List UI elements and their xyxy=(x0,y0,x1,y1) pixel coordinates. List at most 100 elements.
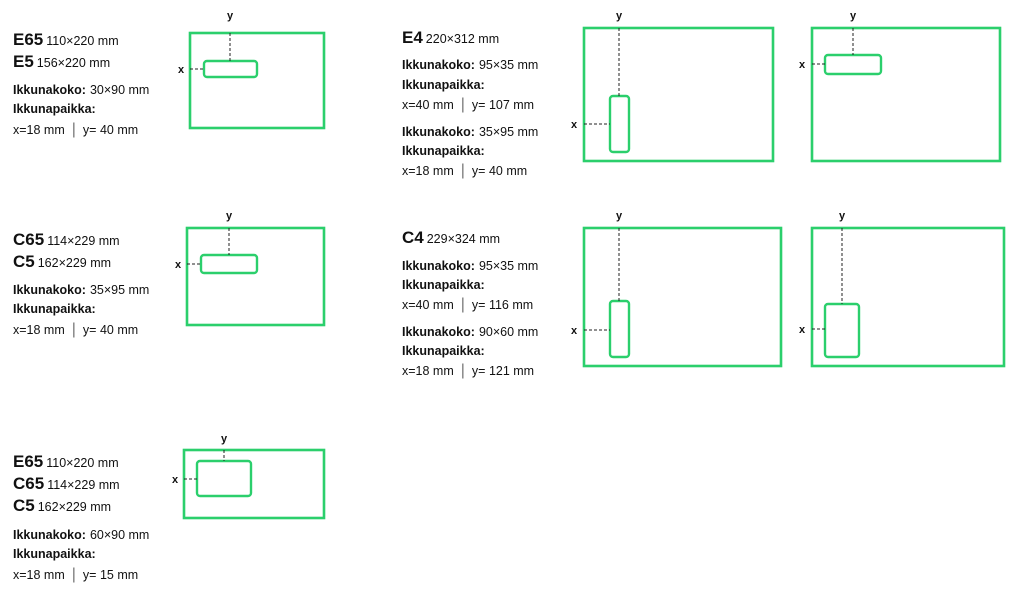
envelope-diagram-c65-c5: y x xyxy=(175,210,326,327)
window-size-line: Ikkunakoko:95×35 mm xyxy=(402,56,538,74)
address-window xyxy=(823,53,883,76)
window-position-label: Ikkunapaikka: xyxy=(402,144,485,158)
separator: | xyxy=(71,121,76,138)
window-position-label: Ikkunapaikka: xyxy=(402,344,485,358)
y-axis-label: y xyxy=(850,10,857,22)
window-size-line: Ikkunakoko:60×90 mm xyxy=(13,526,149,544)
format-name: E65 xyxy=(13,30,44,49)
window-position-x: x=18 mm xyxy=(13,123,65,137)
x-axis-label: x xyxy=(799,324,806,336)
address-window xyxy=(823,302,861,359)
window-position-y: y= 40 mm xyxy=(82,123,139,137)
x-axis-label: x xyxy=(571,325,578,337)
window-position-y: y= 40 mm xyxy=(471,164,528,178)
window-position-x: x=18 mm xyxy=(13,568,65,582)
envelope-diagram-e65-c65-c5: y x xyxy=(172,433,326,520)
window-position-label: Ikkunapaikka: xyxy=(13,302,96,316)
format-name: C65 xyxy=(13,230,45,249)
envelope-diagram-e4-option-2: y x xyxy=(799,10,1002,163)
window-size-value: 90×60 mm xyxy=(478,325,539,339)
window-position-y: y= 116 mm xyxy=(471,298,534,312)
window-size-label: Ikkunakoko: xyxy=(402,58,475,72)
envelope-outline xyxy=(582,26,775,163)
separator: | xyxy=(460,362,465,379)
window-position-y: y= 40 mm xyxy=(82,323,139,337)
separator: | xyxy=(460,296,465,313)
window-size-value: 35×95 mm xyxy=(89,283,150,297)
window-position-x: x=18 mm xyxy=(13,323,65,337)
address-window xyxy=(199,253,259,275)
envelope-diagram-e4-option-1: y x xyxy=(571,10,775,163)
format-name: E65 xyxy=(13,452,44,471)
window-position-x: x=18 mm xyxy=(402,364,454,378)
window-size-line: Ikkunakoko:30×90 mm xyxy=(13,81,149,99)
window-size-line: Ikkunakoko:35×95 mm xyxy=(13,281,149,299)
format-name: E4 xyxy=(402,28,423,47)
window-size-label: Ikkunakoko: xyxy=(402,259,475,273)
envelope-outline xyxy=(810,226,1006,368)
window-position-x: x=40 mm xyxy=(402,298,454,312)
format-name: C65 xyxy=(13,474,45,493)
envelope-diagram-e65-e5: y x xyxy=(178,10,326,130)
format-name: C5 xyxy=(13,252,35,271)
format-size: 162×229 mm xyxy=(37,256,112,270)
address-window xyxy=(608,299,631,359)
address-window xyxy=(202,59,259,79)
window-position-label: Ikkunapaikka: xyxy=(402,278,485,292)
separator: | xyxy=(460,162,465,179)
envelope-outline xyxy=(582,226,783,368)
window-position-line: x=40 mm | y= 107 mm xyxy=(402,96,534,114)
window-size-value: 95×35 mm xyxy=(478,58,539,72)
envelope-diagram-c4-option-2: y x xyxy=(799,210,1006,368)
x-axis-label: x xyxy=(172,474,179,486)
format-size: 114×229 mm xyxy=(47,234,120,248)
window-position-line: x=18 mm | y= 121 mm xyxy=(402,362,534,380)
window-size-label: Ikkunakoko: xyxy=(13,83,86,97)
window-position-x: x=40 mm xyxy=(402,98,454,112)
format-size: 114×229 mm xyxy=(47,478,120,492)
separator: | xyxy=(71,566,76,583)
format-size: 162×229 mm xyxy=(37,500,112,514)
address-window xyxy=(608,94,631,154)
window-size-value: 60×90 mm xyxy=(89,528,150,542)
format-size: 156×220 mm xyxy=(36,56,111,70)
format-size: 229×324 mm xyxy=(426,232,501,246)
address-window xyxy=(195,459,253,498)
window-position-line: x=40 mm | y= 116 mm xyxy=(402,296,533,314)
y-axis-label: y xyxy=(616,10,623,22)
window-size-label: Ikkunakoko: xyxy=(402,125,475,139)
format-name: C5 xyxy=(13,496,35,515)
format-size: 110×220 mm xyxy=(46,456,119,470)
window-size-line: Ikkunakoko:90×60 mm xyxy=(402,323,538,341)
separator: | xyxy=(71,321,76,338)
window-position-label: Ikkunapaikka: xyxy=(13,547,96,561)
format-name: C4 xyxy=(402,228,424,247)
envelope-diagram-c4-option-1: y x xyxy=(571,210,783,368)
window-size-label: Ikkunakoko: xyxy=(13,528,86,542)
window-size-value: 35×95 mm xyxy=(478,125,539,139)
window-size-line: Ikkunakoko:95×35 mm xyxy=(402,257,538,275)
window-position-y: y= 107 mm xyxy=(471,98,535,112)
window-position-line: x=18 mm|y= 15 mm xyxy=(13,566,138,584)
envelope-outline xyxy=(182,448,326,520)
y-axis-label: y xyxy=(226,210,233,222)
window-position-line: x=18 mm|y= 40 mm xyxy=(402,162,527,180)
window-position-y: y= 121 mm xyxy=(471,364,535,378)
window-position-label: Ikkunapaikka: xyxy=(402,78,485,92)
window-size-label: Ikkunakoko: xyxy=(13,283,86,297)
separator: | xyxy=(460,96,465,113)
envelope-outline xyxy=(188,31,326,130)
window-size-value: 95×35 mm xyxy=(478,259,539,273)
format-size: 110×220 mm xyxy=(46,34,119,48)
window-position-line: x=18 mm | y= 40 mm xyxy=(13,321,138,339)
window-size-label: Ikkunakoko: xyxy=(402,325,475,339)
